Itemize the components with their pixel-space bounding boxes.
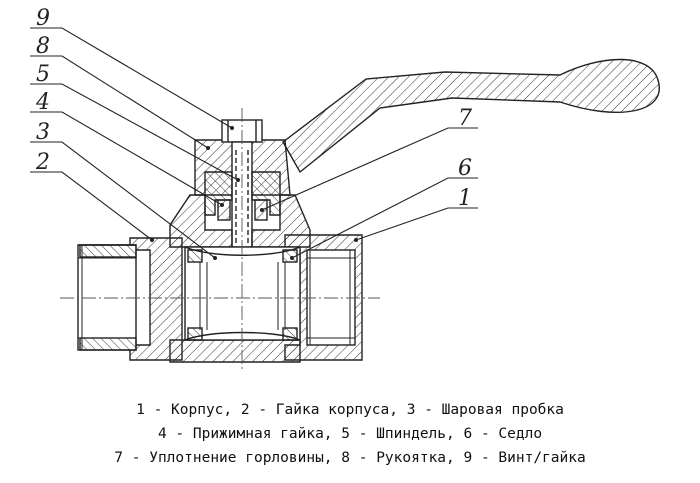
callout-3: 3 [36,120,50,145]
leader-4 [30,111,223,206]
callout-6: 6 [458,156,472,181]
leader-3 [30,141,216,259]
callout-2: 2 [35,150,50,175]
leader-6 [291,177,478,259]
body-bottom [169,339,301,363]
ball-valve-section-drawing: 9 8 5 4 3 2 7 6 1 [30,6,660,372]
callout-8: 8 [36,34,50,59]
left-thread-pipe [77,244,137,351]
neck-seal-left [217,199,231,221]
union-nut [129,237,183,361]
legend-line: 1 - Корпус, 2 - Гайка корпуса, 3 - Шаров… [136,402,564,418]
body-neck [169,194,233,248]
handle-lever [282,58,660,174]
callout-9: 9 [36,6,50,31]
callout-5: 5 [36,62,50,87]
leader-8 [30,55,209,149]
callout-4: 4 [35,90,50,115]
leader-7 [261,127,478,211]
callout-1: 1 [458,186,472,211]
leader-9 [30,27,233,129]
parts-legend: 1 - Корпус, 2 - Гайка корпуса, 3 - Шаров… [0,398,700,470]
ball [184,246,301,341]
leader-2 [30,171,153,241]
seat-left [187,249,203,263]
legend-line: 4 - Прижимная гайка, 5 - Шпиндель, 6 - С… [157,426,543,442]
leader-5 [30,83,239,181]
callout-7: 7 [458,106,472,131]
legend-line: 7 - Уплотнение горловины, 8 - Рукоятка, … [114,450,586,466]
leader-1 [355,207,478,241]
